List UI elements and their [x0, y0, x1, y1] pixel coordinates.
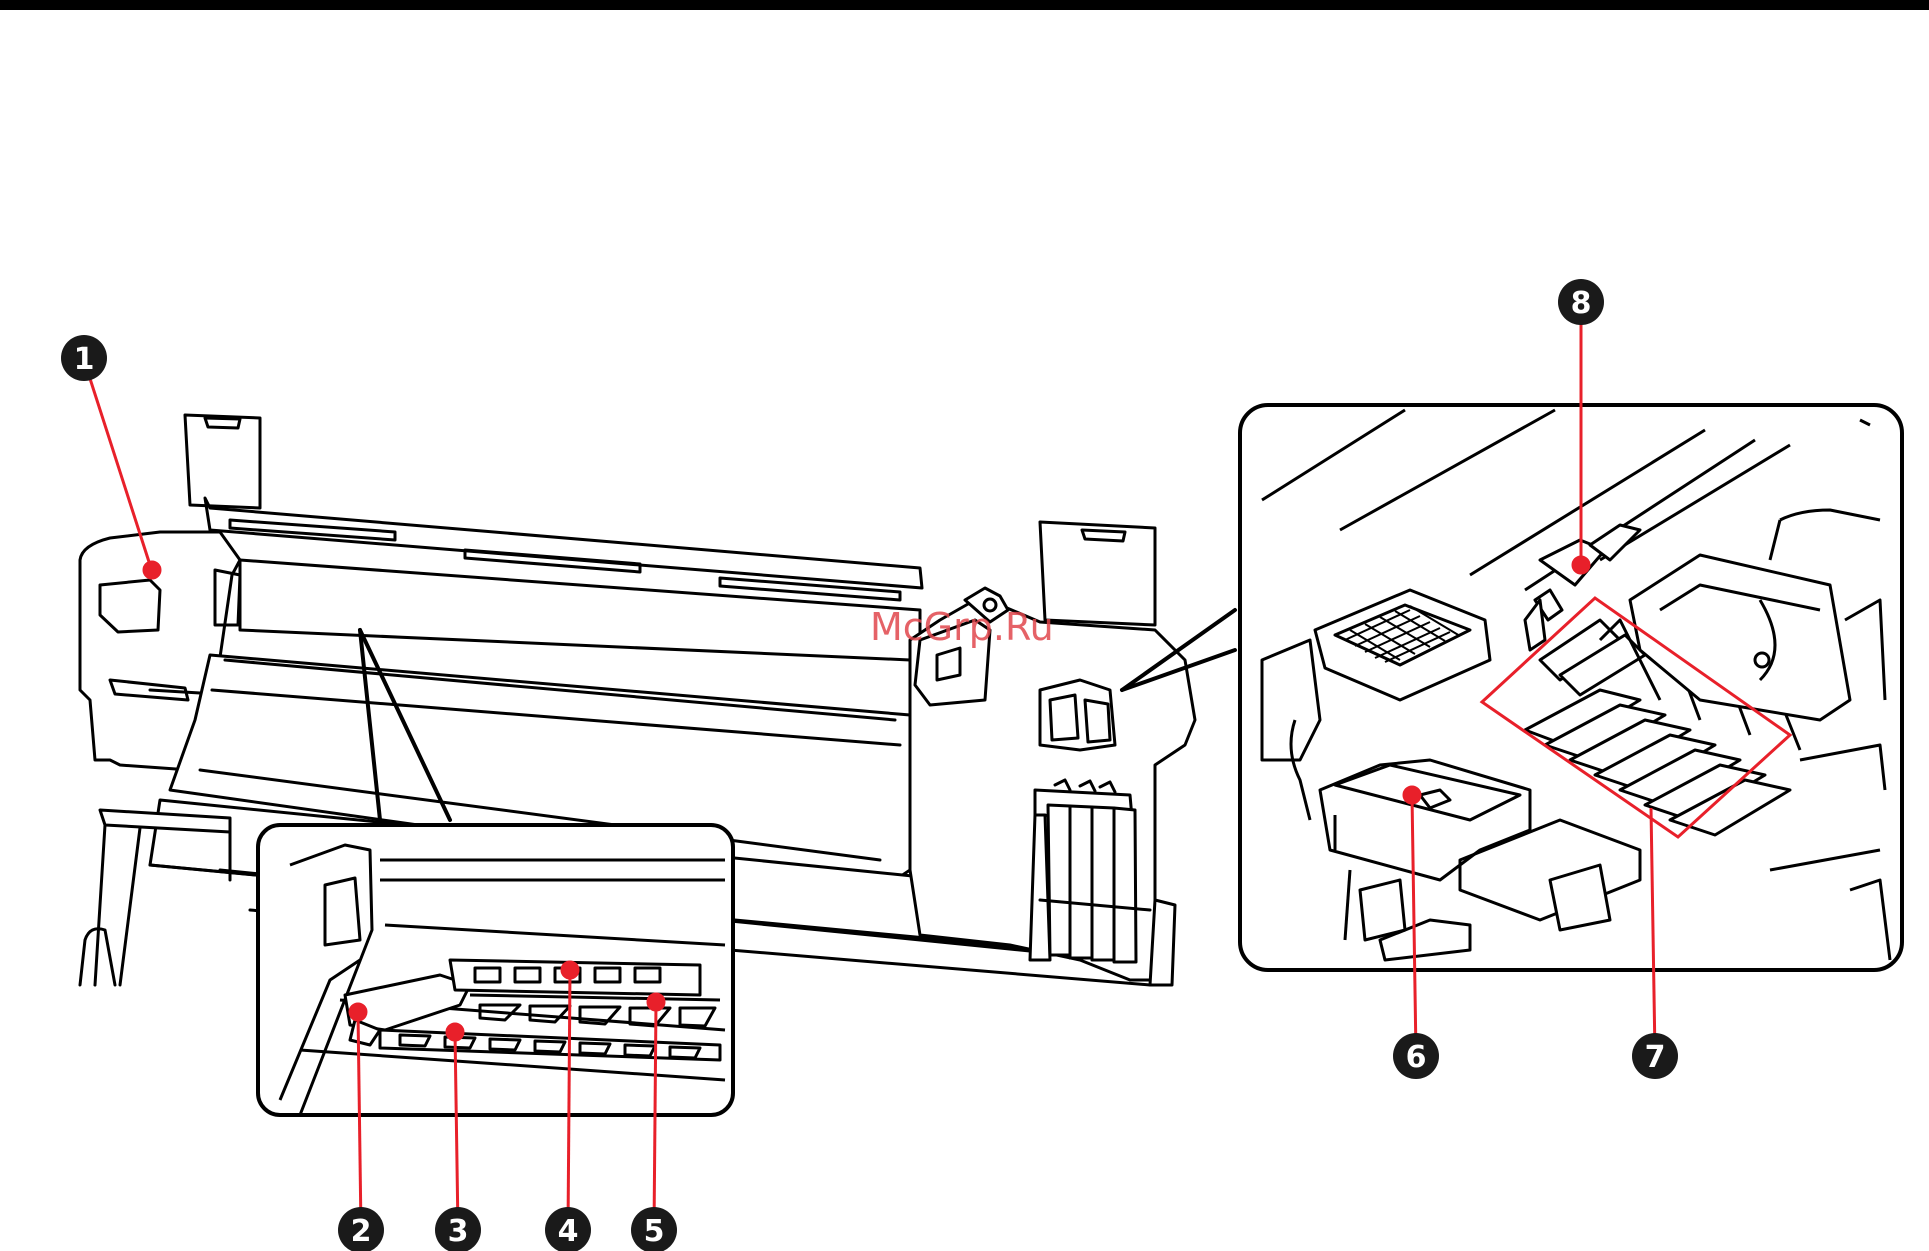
- callout-8-label: 8: [1571, 286, 1592, 321]
- callout-4: 4: [545, 1207, 591, 1251]
- callout-4-label: 4: [558, 1214, 579, 1249]
- watermark-text: McGrp.Ru: [870, 605, 1054, 649]
- callout-6: 6: [1393, 1033, 1439, 1079]
- callout-2-label: 2: [351, 1214, 372, 1249]
- callout-8: 8: [1558, 279, 1604, 325]
- callout-7: 7: [1632, 1033, 1678, 1079]
- callout-3-label: 3: [448, 1214, 469, 1249]
- callout-1-label: 1: [74, 342, 95, 377]
- inset-cap-area: [1240, 405, 1902, 970]
- callout-2: 2: [338, 1207, 384, 1251]
- callout-7-label: 7: [1645, 1040, 1666, 1075]
- callout-1: 1: [61, 335, 107, 381]
- inset-platen: [258, 825, 733, 1115]
- callout-3: 3: [435, 1207, 481, 1251]
- callout-5-label: 5: [644, 1214, 665, 1249]
- callout-5: 5: [631, 1207, 677, 1251]
- callout-6-label: 6: [1406, 1040, 1427, 1075]
- ink-cartridges: [1030, 780, 1150, 962]
